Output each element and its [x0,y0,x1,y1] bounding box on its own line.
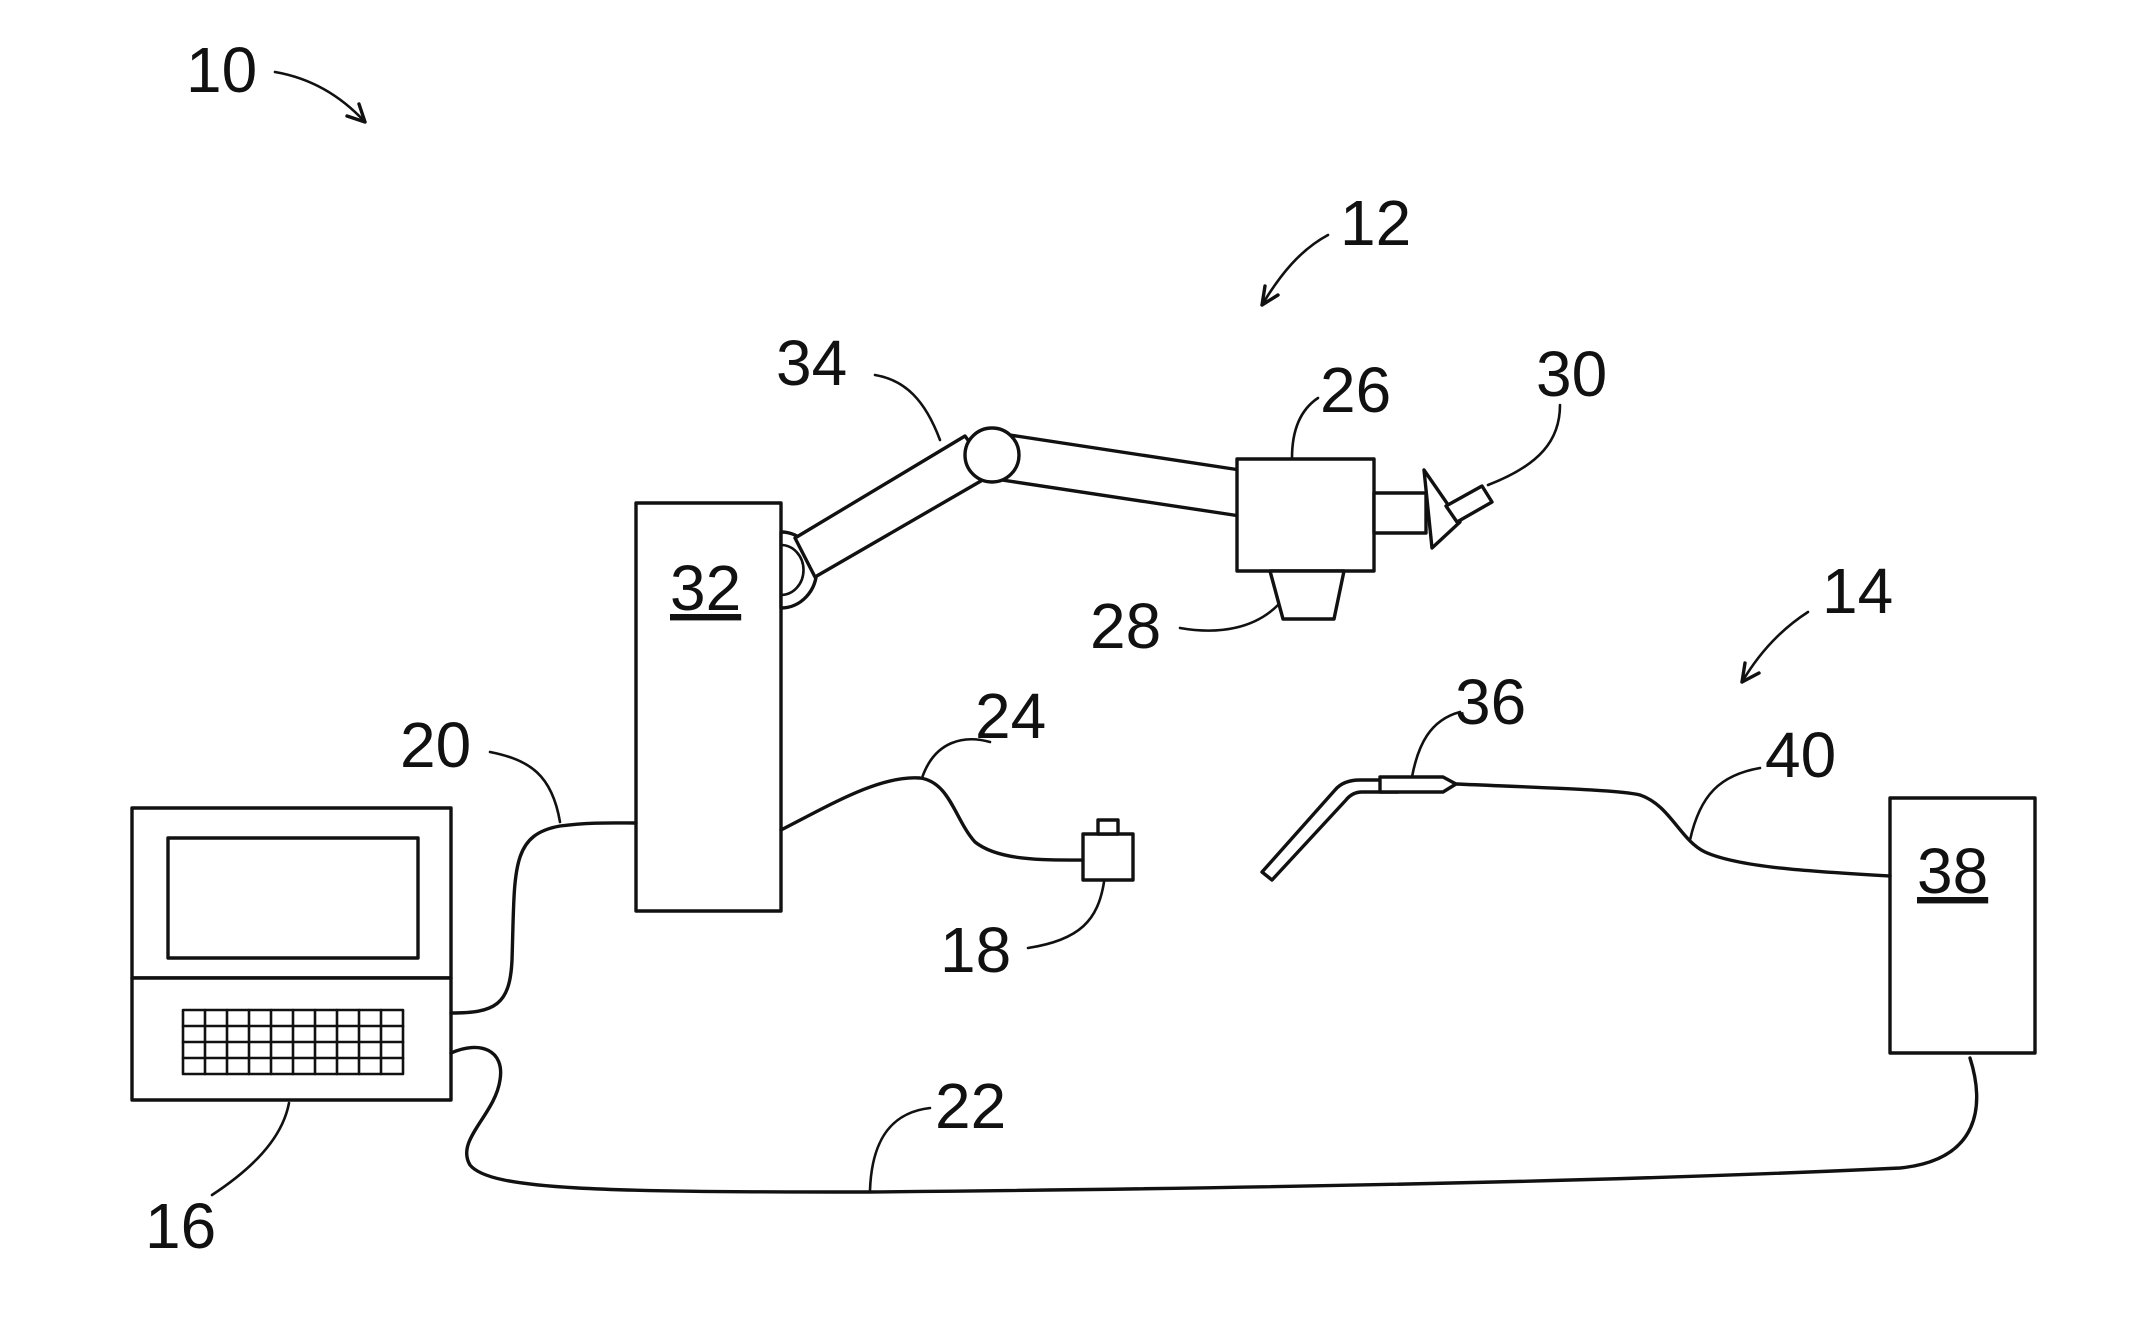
ref-28-label: 28 [1090,590,1161,662]
ref-34-leader [875,375,940,440]
ref-28-leader [1180,605,1278,631]
ref-12-label: 12 [1340,187,1411,259]
ref-36-leader [1412,712,1460,777]
ref-18-label: 18 [940,914,1011,986]
ref-10-leader [275,72,365,122]
ref-26-label: 26 [1320,354,1391,426]
computer-screen [168,838,418,958]
ref-10-label: 10 [186,34,257,106]
tool-head-box [1237,459,1374,571]
ref-16-leader [212,1103,289,1195]
sensor-body [1083,834,1133,880]
robot-elbow-joint [965,428,1019,482]
ref-14-label: 14 [1822,555,1893,627]
ref-16-label: 16 [145,1190,216,1262]
ref-20-leader [490,752,560,822]
cable-22 [451,1047,1977,1192]
robot-arm-upper-link [990,432,1240,516]
ref-30-label: 30 [1536,338,1607,410]
laser-mount [1374,493,1426,533]
power-supply-label: 38 [1917,835,1988,907]
ref-18-leader [1028,882,1104,948]
ref-26-leader [1292,398,1318,458]
ref-34-label: 34 [776,327,847,399]
ref-22-leader [870,1108,930,1190]
cable-24 [781,778,1090,860]
ref-36-label: 36 [1455,666,1526,738]
laser-nozzle [1446,486,1492,522]
sensor-cap [1098,820,1118,834]
torch-handle [1380,777,1456,792]
ref-12-leader [1262,235,1328,305]
camera-shape [1270,571,1344,619]
ref-22-label: 22 [935,1070,1006,1142]
cable-20 [451,823,636,1013]
torch-cable-40 [1456,784,1890,876]
ref-30-leader [1488,405,1560,485]
ref-14-leader [1742,612,1808,682]
ref-12-arrowhead [1262,286,1278,305]
robot-controller-label: 32 [670,552,741,624]
ref-20-label: 20 [400,709,471,781]
ref-40-label: 40 [1765,719,1836,791]
torch-neck [1262,780,1398,880]
ref-14-arrowhead [1742,663,1759,682]
robot-arm-lower-link [795,436,993,577]
ref-40-leader [1690,768,1760,840]
